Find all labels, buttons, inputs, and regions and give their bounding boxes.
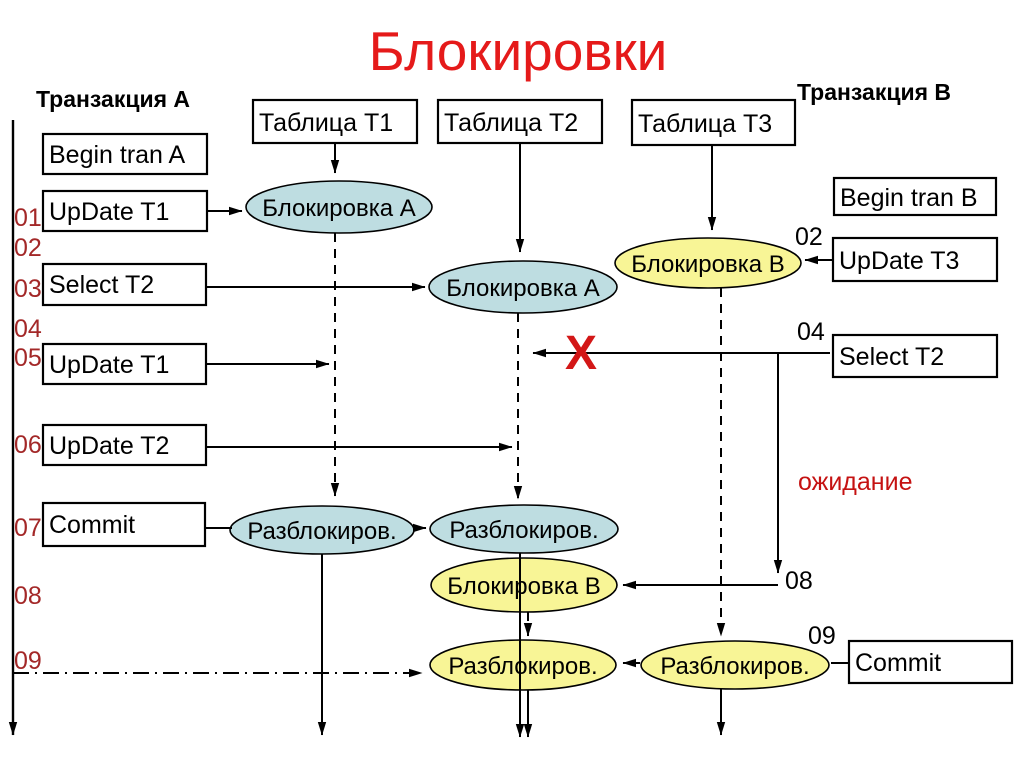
table-t1-label: Таблица T1 bbox=[259, 109, 393, 137]
unlock-a2-label: Разблокиров. bbox=[449, 517, 598, 544]
lock-b1-label: Блокировка B bbox=[631, 251, 785, 278]
commit-a-label: Commit bbox=[49, 511, 135, 539]
step-marker-02: 02 bbox=[795, 223, 823, 251]
lock-b2-label: Блокировка B bbox=[447, 573, 601, 600]
select-t2-b-label: Select T2 bbox=[839, 343, 944, 371]
begin-tran-a-label: Begin tran A bbox=[49, 141, 186, 169]
update-t1-second-label: UpDate T1 bbox=[49, 351, 169, 379]
unlock-a2-ellipse bbox=[429, 504, 619, 554]
table-t2-label: Таблица T2 bbox=[444, 109, 578, 137]
select-t2-a-box bbox=[41, 262, 208, 307]
update-t3-label: UpDate T3 bbox=[839, 247, 959, 275]
select-t2-a-label: Select T2 bbox=[49, 271, 154, 299]
lock-a1-ellipse bbox=[245, 180, 433, 234]
update-t2-label: UpDate T2 bbox=[49, 432, 169, 460]
denied-x-mark: X bbox=[565, 327, 597, 380]
transaction-b-label: Транзакция B bbox=[797, 79, 951, 105]
update-t3-box bbox=[831, 236, 999, 283]
lock-a2-label: Блокировка A bbox=[446, 275, 600, 302]
unlock-a1-label: Разблокиров. bbox=[247, 518, 396, 545]
step-marker-04: 04 bbox=[797, 318, 825, 346]
begin-tran-b-box bbox=[832, 176, 998, 217]
lock-b1-ellipse bbox=[614, 237, 802, 289]
commit-b-label: Commit bbox=[855, 649, 941, 677]
step-marker-09: 09 bbox=[808, 622, 836, 650]
table-t2-box bbox=[436, 98, 604, 145]
begin-tran-a-box bbox=[41, 132, 209, 176]
table-t1-box bbox=[251, 98, 419, 145]
unlock-b1-ellipse bbox=[429, 639, 617, 691]
page-title: Блокировки bbox=[369, 20, 668, 82]
table-t3-label: Таблица T3 bbox=[638, 110, 772, 138]
transaction-a-label: Транзакция A bbox=[36, 86, 190, 112]
table-t3-box bbox=[630, 98, 797, 147]
step-01: 01 bbox=[14, 204, 42, 232]
update-t1-second-box bbox=[41, 342, 208, 386]
step-07: 07 bbox=[14, 514, 42, 542]
unlock-b2-label: Разблокиров. bbox=[660, 653, 809, 680]
update-t1-first-label: UpDate T1 bbox=[49, 198, 169, 226]
commit-b-box bbox=[847, 639, 1014, 685]
unlock-b1-label: Разблокиров. bbox=[448, 653, 597, 680]
waiting-annotation: ожидание bbox=[798, 468, 912, 496]
commit-a-box bbox=[41, 501, 207, 548]
step-05: 05 bbox=[14, 344, 42, 372]
unlock-b2-ellipse bbox=[640, 640, 830, 690]
lock-b2-ellipse bbox=[430, 557, 618, 613]
select-t2-b-box bbox=[831, 333, 999, 379]
step-06: 06 bbox=[14, 431, 42, 459]
update-t1-first-box bbox=[41, 189, 209, 233]
update-t2-box bbox=[41, 423, 208, 467]
step-03: 03 bbox=[14, 275, 42, 303]
step-02: 02 bbox=[14, 234, 42, 262]
lock-a1-label: Блокировка A bbox=[262, 195, 416, 222]
step-08: 08 bbox=[14, 582, 42, 610]
lock-a2-ellipse bbox=[428, 260, 618, 314]
begin-tran-b-label: Begin tran B bbox=[840, 184, 978, 212]
step-09: 09 bbox=[14, 647, 42, 675]
step-04: 04 bbox=[14, 315, 42, 343]
step-marker-08: 08 bbox=[785, 567, 813, 595]
